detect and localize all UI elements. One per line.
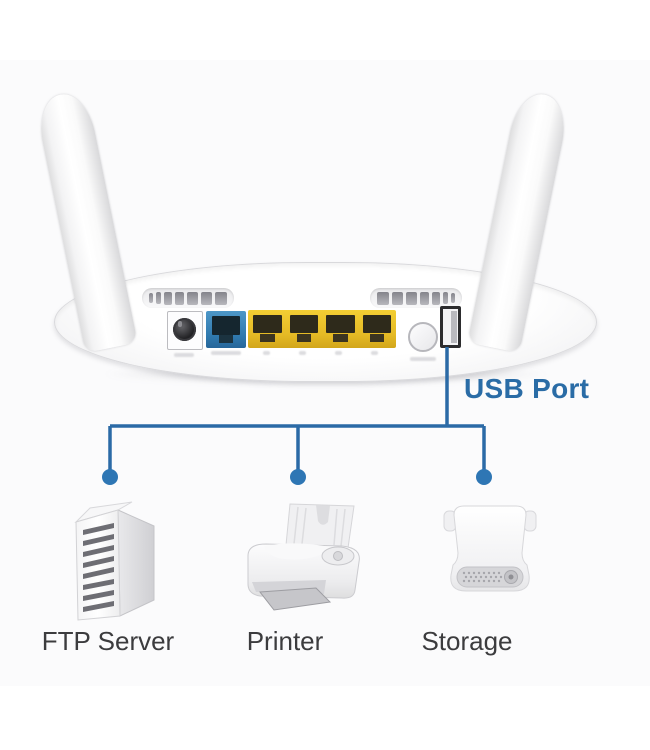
printer-label: Printer xyxy=(246,626,324,656)
lan-port xyxy=(249,310,286,348)
vent-slot xyxy=(155,292,162,304)
power-barrel xyxy=(173,318,196,341)
lan-port xyxy=(286,310,323,348)
power-jack-icon xyxy=(167,311,203,350)
usb-port-icon xyxy=(440,306,461,348)
wan-tab xyxy=(219,335,233,343)
port-label-smudge xyxy=(174,353,194,357)
wan-port-icon xyxy=(206,311,246,348)
ftp-server-label: FTP Server xyxy=(41,626,175,656)
vent-slot xyxy=(149,293,153,303)
lan-port xyxy=(359,310,396,348)
port-label-smudge xyxy=(335,351,342,355)
vent-slot xyxy=(174,291,185,305)
vent-slot xyxy=(392,291,404,305)
usb-tongue xyxy=(451,311,457,343)
vent-slot xyxy=(377,291,390,305)
vent-slot xyxy=(432,291,440,305)
vent-left-icon xyxy=(142,288,234,308)
lan-port xyxy=(322,310,359,348)
wan-opening xyxy=(212,316,240,335)
ftp-server-icon xyxy=(74,501,155,621)
vent-slot xyxy=(187,291,198,305)
lan-ports xyxy=(248,310,396,348)
vent-right-icon xyxy=(370,288,462,308)
power-pin xyxy=(178,321,182,327)
port-label-smudge xyxy=(299,351,306,355)
storage-label: Storage xyxy=(421,626,513,656)
vent-slot xyxy=(200,291,212,305)
vent-slot xyxy=(442,292,449,304)
vent-slot xyxy=(419,291,430,305)
vent-slot xyxy=(406,291,417,305)
wps-button-icon xyxy=(408,322,438,352)
vent-slot xyxy=(451,293,455,303)
vent-slot xyxy=(214,291,227,305)
printer-icon xyxy=(247,503,360,611)
usb-port-callout: USB Port xyxy=(464,373,590,404)
port-label-smudge xyxy=(263,351,270,355)
port-label-smudge xyxy=(211,351,241,355)
storage-icon xyxy=(443,505,537,592)
port-label-smudge xyxy=(410,357,436,361)
port-label-smudge xyxy=(371,351,378,355)
vent-slot xyxy=(164,291,172,305)
